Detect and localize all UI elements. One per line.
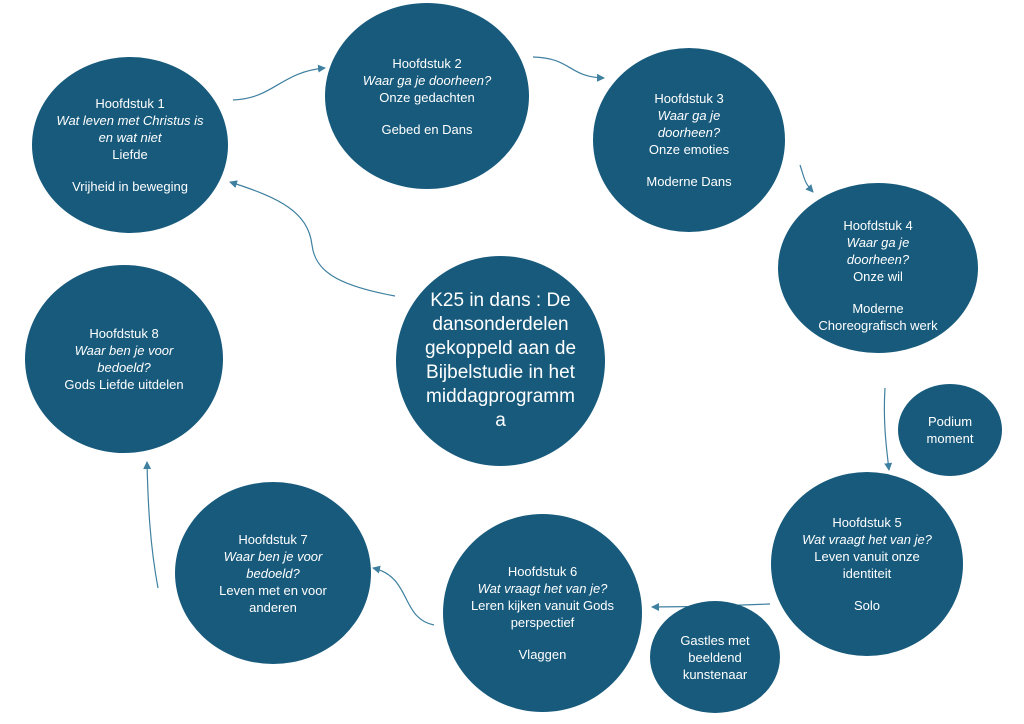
chapter-title: Hoofdstuk 5 <box>832 515 902 530</box>
chapter-subtitle: Waar ben je voor bedoeld? <box>74 343 174 375</box>
chapter-dance: Moderne Choreografisch werk <box>818 301 938 333</box>
chapter-subtitle: Wat leven met Christus is en wat niet <box>56 113 204 145</box>
chapter-subtitle: Waar ga je doorheen? <box>846 235 910 267</box>
chapter-topic: Liefde <box>112 147 148 162</box>
chapter-4-node: Hoofdstuk 4 Waar ga je doorheen? Onze wi… <box>778 183 978 353</box>
gastles-label: Gastles met beeldend kunstenaar <box>680 632 750 682</box>
center-node: K25 in dans : De dansonderdelen gekoppel… <box>396 256 605 466</box>
chapter-topic: Onze wil <box>853 269 903 284</box>
chapter-2-node: Hoofdstuk 2 Waar ga je doorheen? Onze ge… <box>325 3 529 189</box>
chapter-3-node: Hoofdstuk 3 Waar ga je doorheen? Onze em… <box>593 48 785 232</box>
gastles-node: Gastles met beeldend kunstenaar <box>650 601 780 713</box>
chapter-6-node: Hoofdstuk 6 Wat vraagt het van je? Leren… <box>443 514 642 712</box>
chapter-topic: Gods Liefde uitdelen <box>64 377 184 392</box>
arrow-4-to-5 <box>883 387 893 471</box>
chapter-8-node: Hoofdstuk 8 Waar ben je voor bedoeld? Go… <box>25 265 223 453</box>
chapter-topic: Leven met en voor anderen <box>219 582 327 615</box>
chapter-topic: Leven vanuit onze identiteit <box>814 549 920 581</box>
arrow-1-to-2 <box>232 64 326 101</box>
arrow-7-to-8 <box>143 461 159 589</box>
chapter-topic: Leren kijken vanuit Gods perspectief <box>470 598 615 630</box>
chapter-5-node: Hoofdstuk 5 Wat vraagt het van je? Leven… <box>771 472 963 656</box>
arrow-2-to-3 <box>532 56 605 82</box>
chapter-title: Hoofdstuk 3 <box>654 91 724 106</box>
chapter-subtitle: Waar ga je doorheen? <box>657 108 721 140</box>
podium-moment-node: Podium moment <box>898 384 1002 476</box>
chapter-dance: Vlaggen <box>518 647 567 662</box>
chapter-title: Hoofdstuk 6 <box>507 564 578 579</box>
chapter-title: Hoofdstuk 2 <box>392 55 462 71</box>
chapter-topic: Onze gedachten <box>379 89 475 105</box>
chapter-title: Hoofdstuk 8 <box>89 326 159 341</box>
chapter-title: Hoofdstuk 4 <box>843 218 913 233</box>
chapter-subtitle: Waar ben je voor bedoeld? <box>223 548 323 581</box>
arrow-3-to-4 <box>799 164 814 193</box>
chapter-subtitle: Wat vraagt het van je? <box>802 532 932 547</box>
chapter-dance: Solo <box>853 598 881 613</box>
chapter-title: Hoofdstuk 1 <box>95 96 165 111</box>
chapter-dance: Vrijheid in beweging <box>72 179 188 194</box>
chapter-subtitle: Waar ga je doorheen? <box>362 72 492 88</box>
center-title: K25 in dans : De dansonderdelen gekoppel… <box>424 290 577 431</box>
chapter-1-node: Hoofdstuk 1 Wat leven met Christus is en… <box>32 57 228 233</box>
chapter-dance: Gebed en Dans <box>381 121 473 137</box>
chapter-title: Hoofdstuk 7 <box>238 531 308 547</box>
chapter-dance: Moderne Dans <box>646 174 732 189</box>
arrow-6-to-7 <box>372 565 435 626</box>
podium-label: Podium moment <box>926 414 974 446</box>
chapter-topic: Onze emoties <box>648 142 730 157</box>
chapter-subtitle: Wat vraagt het van je? <box>477 581 608 596</box>
chapter-7-node: Hoofdstuk 7 Waar ben je voor bedoeld? Le… <box>175 482 371 664</box>
arrow-center-to-1 <box>229 180 396 297</box>
